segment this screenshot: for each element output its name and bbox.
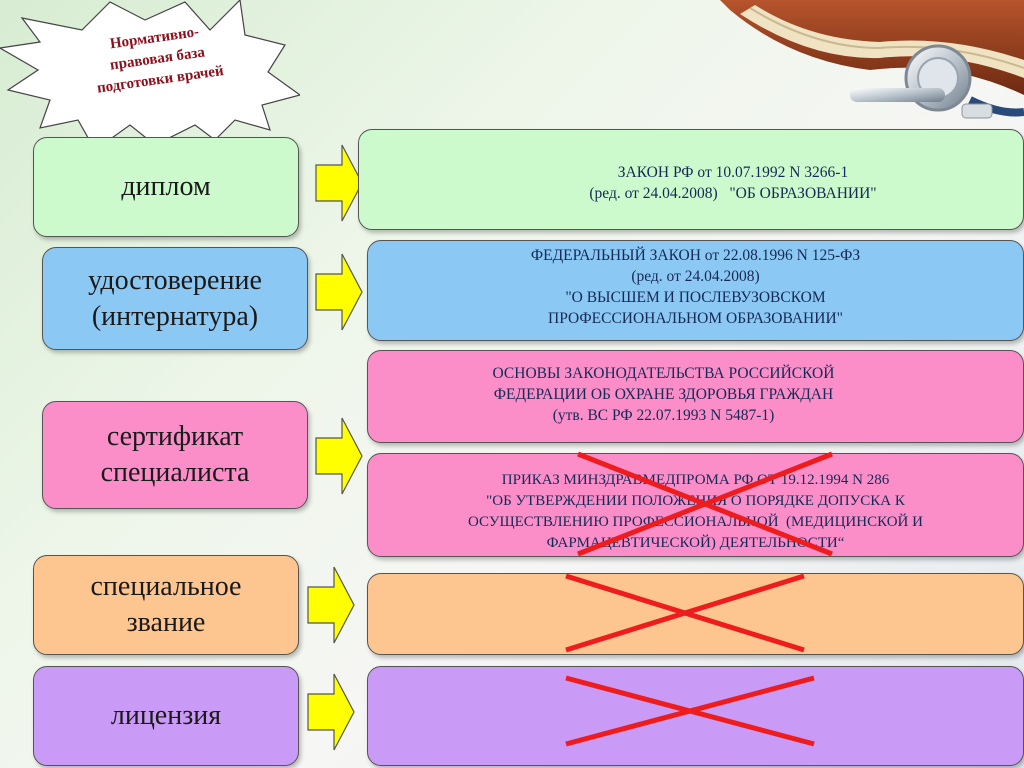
category-diploma: диплом [33,137,299,237]
law-text-line: (ред. от 24.04.2008) [631,268,760,285]
category-label: сертификат [106,421,244,452]
law-higher-education: ФЕДЕРАЛЬНЫЙ ЗАКОН от 22.08.1996 N 125-ФЗ… [367,240,1024,341]
category-label: (интернатура) [91,300,259,332]
category-label: лицензия [110,700,222,731]
law-text-line: "О ВЫСШЕМ И ПОСЛЕВУЗОВСКОМ [565,289,826,306]
category-special-title: специальное звание [33,555,299,655]
category-label: звание [126,607,206,638]
category-label: удостоверение [88,264,262,296]
law-text-line: ПРИКАЗ МИНЗДРАВМЕДПРОМА РФ ОТ 19.12.1994… [501,472,890,488]
law-text-line: ЗАКОН РФ от 10.07.1992 N 3266-1 [617,164,849,181]
law-text-line: ОСУЩЕСТВЛЕНИЮ ПРОФЕССИОНАЛЬНОЙ (МЕДИЦИНС… [468,514,923,530]
category-label: диплом [121,171,211,202]
law-empty-license [367,666,1024,766]
category-license: лицензия [33,666,299,766]
law-text-line: (утв. ВС РФ 22.07.1993 N 5487-1) [552,407,775,424]
book-stethoscope-decoration [720,0,1024,119]
category-label: специальное [90,571,242,602]
law-education: ЗАКОН РФ от 10.07.1992 N 3266-1 (ред. от… [358,129,1024,230]
arrow-right-icon [315,144,363,222]
law-health-protection: ОСНОВЫ ЗАКОНОДАТЕЛЬСТВА РОССИЙСКОЙ ФЕДЕР… [367,350,1024,443]
category-internship-certificate: удостоверение (интернатура) [42,247,308,350]
law-text-line: ФАРМАЦЕВТИЧЕСКОЙ) ДЕЯТЕЛЬНОСТИ“ [546,535,845,551]
law-text-line: "ОБ УТВЕРЖДЕНИИ ПОЛОЖЕНИЯ О ПОРЯДКЕ ДОПУ… [486,493,905,509]
law-text-line: (ред. от 24.04.2008) "ОБ ОБРАЗОВАНИИ" [589,185,877,202]
law-empty-special-title [367,573,1024,655]
star-badge [0,0,300,151]
star-shape [0,0,300,151]
law-text-line: ФЕДЕРАЛЬНЫЙ ЗАКОН от 22.08.1996 N 125-ФЗ [530,247,861,264]
arrow-right-icon [315,417,363,495]
arrow-right-icon [315,253,363,331]
arrow-right-icon [307,673,355,751]
law-order-286: ПРИКАЗ МИНЗДРАВМЕДПРОМА РФ ОТ 19.12.1994… [367,453,1024,557]
law-text-line: ОСНОВЫ ЗАКОНОДАТЕЛЬСТВА РОССИЙСКОЙ [492,365,835,382]
law-text-line: ФЕДЕРАЦИИ ОБ ОХРАНЕ ЗДОРОВЬЯ ГРАЖДАН [493,386,834,403]
category-specialist-certificate: сертификат специалиста [42,401,308,509]
arrow-right-icon [307,566,355,644]
law-text-line: ПРОФЕССИОНАЛЬНОМ ОБРАЗОВАНИИ" [548,310,843,327]
category-label: специалиста [100,457,250,488]
